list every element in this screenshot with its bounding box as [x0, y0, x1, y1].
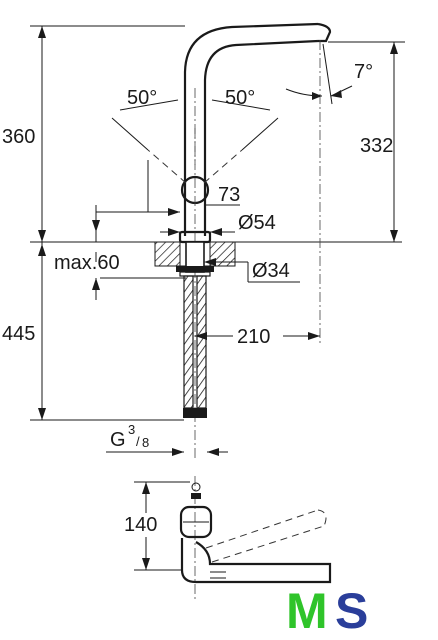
label-332: 332: [360, 135, 393, 157]
label-d54: Ø54: [238, 212, 276, 234]
label-angle-right: 50°: [225, 87, 255, 109]
supply-hose: [183, 275, 194, 409]
supply-hose: [196, 275, 207, 409]
dimension-height-spout: 332: [328, 41, 405, 242]
label-73: 73: [218, 184, 240, 206]
label-max60: max.60: [54, 252, 120, 274]
dimension-plan-depth: 140: [122, 481, 190, 571]
dimension-height-total: 360: [2, 25, 185, 242]
dimension-base-diameter: Ø54: [160, 212, 276, 236]
label-360: 360: [2, 126, 35, 148]
label-thread-den: 8: [142, 435, 149, 450]
dimension-reach: 210: [195, 324, 320, 348]
faucet-body: [178, 22, 332, 244]
label-445: 445: [2, 323, 35, 345]
dimension-lever-height: 73: [92, 160, 240, 242]
dimension-max-thickness: max.60: [54, 252, 186, 300]
lever-swing-indicator: [111, 99, 279, 184]
label-7deg: 7°: [354, 61, 373, 83]
logo-letter-s: S: [335, 583, 368, 639]
plan-view: [179, 476, 332, 600]
ms-logo: M S: [286, 583, 368, 639]
label-d34: Ø34: [252, 260, 290, 282]
label-thread-num: 3: [128, 422, 135, 437]
dimension-hole-diameter: Ø34: [204, 258, 300, 283]
dimension-spout-angle: 7°: [285, 43, 373, 105]
logo-letter-m: M: [286, 583, 328, 639]
label-140: 140: [124, 514, 157, 536]
label-210: 210: [237, 326, 270, 348]
dimension-hose-length: 445: [2, 242, 184, 421]
dimension-thread: G 3 / 8: [106, 422, 228, 456]
label-angle-left: 50°: [127, 87, 157, 109]
label-thread-g: G: [110, 429, 126, 451]
label-thread-slash: /: [136, 434, 140, 449]
